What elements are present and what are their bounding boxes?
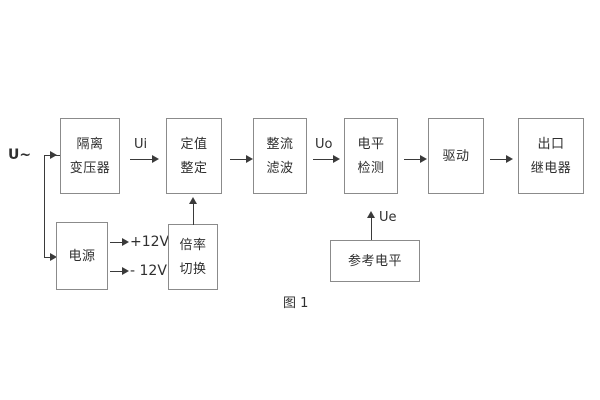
- block-line: 切换: [179, 261, 207, 277]
- feed-line-power-supply: [44, 257, 53, 258]
- block-setting-value[interactable]: 定值 整定: [166, 118, 222, 194]
- source-bus-vertical: [44, 155, 45, 258]
- arrow-into-rectifier-filter: [246, 155, 253, 163]
- block-line: 倍率: [179, 237, 207, 253]
- block-line: 出口: [537, 136, 565, 152]
- block-line: 继电器: [530, 160, 572, 176]
- block-line: 参考电平: [347, 253, 402, 269]
- arrow-into-level-detection: [333, 155, 340, 163]
- link-line-rectifier-to-level: [313, 159, 335, 160]
- link-line-driver-to-relay: [490, 159, 508, 160]
- block-line: 驱动: [442, 148, 470, 164]
- signal-label-ui: Ui: [134, 137, 148, 152]
- block-line: 滤波: [266, 160, 294, 176]
- link-line-level-to-driver: [404, 159, 422, 160]
- block-line: 隔离: [76, 136, 104, 152]
- block-level-detection[interactable]: 电平 检测: [344, 118, 398, 194]
- arrow-rail-positive: [122, 238, 129, 246]
- link-line-transformer-to-setting: [130, 159, 154, 160]
- signal-label-ue: Ue: [379, 210, 397, 225]
- signal-label-uo: Uo: [315, 137, 333, 152]
- rail-line-negative: [110, 271, 124, 272]
- arrow-into-power-supply: [50, 253, 57, 261]
- source-label-u-ac: U~: [8, 147, 32, 163]
- feed-line-transformer: [44, 155, 53, 156]
- block-rectifier-filter[interactable]: 整流 滤波: [253, 118, 307, 194]
- link-line-reference-to-level: [371, 218, 372, 240]
- arrow-into-level-detection-from-below: [367, 211, 375, 218]
- block-isolation-transformer[interactable]: 隔离 变压器: [60, 118, 120, 194]
- block-driver[interactable]: 驱动: [428, 118, 484, 194]
- rail-line-positive: [110, 242, 124, 243]
- link-line-setting-to-rectifier: [230, 159, 248, 160]
- block-line: 整流: [266, 136, 294, 152]
- arrow-into-setting-value-from-below: [189, 197, 197, 204]
- block-power-supply[interactable]: 电源: [56, 222, 108, 290]
- block-multiplier-switch[interactable]: 倍率 切换: [168, 224, 218, 290]
- figure-caption: 图 1: [283, 296, 309, 311]
- arrow-into-output-relay: [506, 155, 513, 163]
- arrow-into-setting-value: [152, 155, 159, 163]
- block-line: 定值: [180, 136, 208, 152]
- block-reference-level[interactable]: 参考电平: [330, 240, 420, 282]
- block-line: 电平: [357, 136, 385, 152]
- arrow-into-driver: [420, 155, 427, 163]
- arrow-into-transformer: [50, 151, 57, 159]
- block-line: 变压器: [69, 160, 111, 176]
- block-line: 整定: [180, 160, 208, 176]
- arrow-rail-negative: [122, 267, 129, 275]
- block-output-relay[interactable]: 出口 继电器: [518, 118, 584, 194]
- block-line: 检测: [357, 160, 385, 176]
- rail-label-negative: - 12V: [130, 263, 167, 279]
- link-line-multiplier-to-setting: [193, 203, 194, 225]
- rail-label-positive: +12V: [130, 234, 170, 250]
- block-line: 电源: [68, 248, 96, 264]
